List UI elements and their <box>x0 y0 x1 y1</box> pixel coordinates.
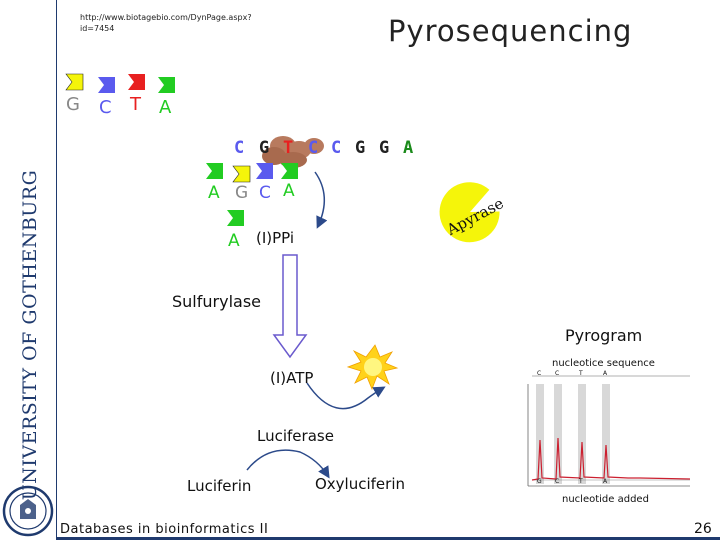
sulfurylase-arrow <box>272 254 308 359</box>
pyrogram-label: Pyrogram <box>565 326 643 345</box>
pyrogram-bottom-tick: G <box>537 478 542 485</box>
nucleotide-letter-a: A <box>283 181 295 201</box>
nucleotide-tag-c <box>98 77 115 93</box>
nucleotide-tag-c-mid <box>256 163 273 179</box>
nucleotide-tag-t <box>128 74 145 90</box>
nucleotide-tag-a <box>158 77 175 93</box>
luciferase-label: Luciferase <box>257 427 334 445</box>
nucleotide-letter-a: A <box>228 231 240 251</box>
oxyluciferin-label: Oxyluciferin <box>315 475 405 493</box>
nucleotide-letter-a: A <box>208 183 220 203</box>
pyrogram-bottom-tick: C <box>555 478 560 485</box>
pyrogram-top-tick: C <box>537 370 542 377</box>
slide-title: Pyrosequencing <box>388 14 633 48</box>
footer-rule <box>56 537 720 540</box>
university-seal-icon <box>2 485 54 537</box>
nucleotide-letter-a: A <box>159 97 172 118</box>
nucleotide-letter-c: C <box>259 183 271 203</box>
template-base: A <box>403 138 414 158</box>
nucleotide-letter-t: T <box>130 94 141 115</box>
luciferin-label: Luciferin <box>187 477 252 495</box>
source-url: http://www.biotagebio.com/DynPage.aspx?i… <box>80 13 252 33</box>
nucleotide-tag-a-single <box>227 210 244 226</box>
nucleotide-letter-c: C <box>99 97 112 118</box>
template-base: C <box>234 138 245 158</box>
nucleotide-letter-g: G <box>66 94 80 115</box>
atp-arrow <box>306 382 386 410</box>
page-number: 26 <box>694 521 712 537</box>
sidebar-divider <box>56 0 57 540</box>
pyrogram-bottom-tick: A <box>603 478 608 485</box>
ppi-label: (I)PPi <box>256 229 295 247</box>
template-base: G <box>355 138 366 158</box>
nucleotide-sequence-label: nucleotice sequence <box>552 358 655 369</box>
pyrogram-top-tick: C <box>555 370 560 377</box>
atp-label: (I)ATP <box>270 369 314 387</box>
template-base: C <box>308 138 319 158</box>
release-arrow <box>314 171 328 229</box>
template-base: C <box>331 138 342 158</box>
pyrogram-top-tick: A <box>603 370 608 377</box>
course-footer: Databases in bioinformatics II <box>60 522 269 537</box>
light-burst-icon <box>346 344 399 391</box>
nucleotide-tag-g-mid <box>232 165 251 183</box>
sulfurylase-label: Sulfurylase <box>172 292 261 311</box>
apyrase-icon <box>439 182 500 243</box>
luciferin-arrow <box>246 449 330 479</box>
nucleotide-tag-a-mid <box>206 163 223 179</box>
nucleotide-tag-g <box>65 73 84 91</box>
pyrogram-bottom-tick: T <box>579 478 583 485</box>
polymerase-icon <box>262 136 324 168</box>
template-base: G <box>379 138 390 158</box>
template-base: T <box>283 138 294 158</box>
pyrogram-top-tick: T <box>579 370 583 377</box>
sidebar <box>0 0 56 540</box>
nucleotide-added-label: nucleotide added <box>562 494 649 505</box>
nucleotide-letter-g: G <box>235 183 249 203</box>
template-base: G <box>259 138 270 158</box>
pyrogram-chart <box>527 372 691 490</box>
nucleotide-tag-a-mid2 <box>281 163 298 179</box>
